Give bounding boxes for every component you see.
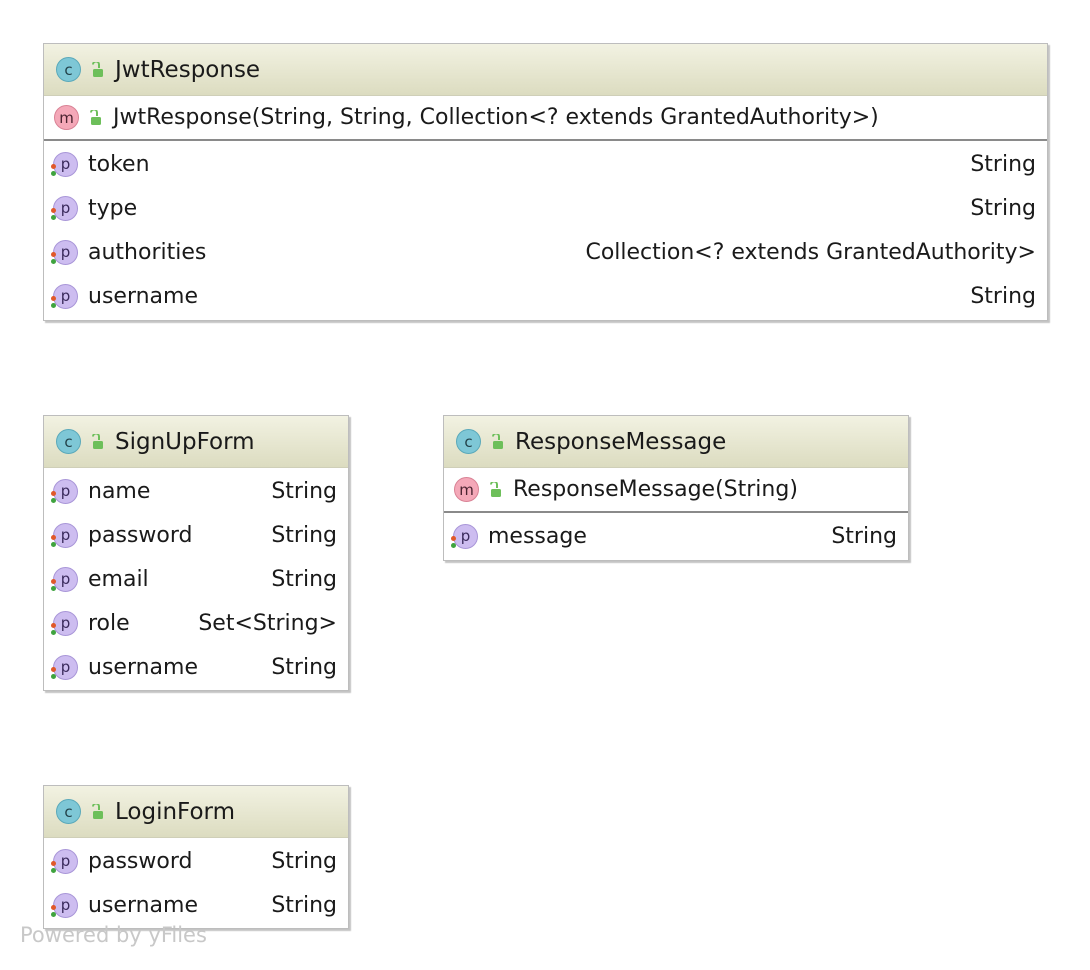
field-type: Set<String> xyxy=(198,610,337,636)
field-name: username xyxy=(88,654,198,680)
property-icon: p xyxy=(51,610,78,636)
field-name: message xyxy=(488,523,587,549)
class-icon: c xyxy=(456,429,481,454)
field-row[interactable]: p username String xyxy=(44,274,1047,318)
field-row[interactable]: p type String xyxy=(44,186,1047,230)
property-icon: p xyxy=(51,848,78,874)
field-row[interactable]: p email String xyxy=(44,557,348,601)
field-list: p name String p password String p email … xyxy=(44,468,348,689)
unlock-icon xyxy=(92,803,103,819)
unlock-icon xyxy=(490,481,501,497)
property-icon: p xyxy=(51,892,78,918)
property-icon: p xyxy=(51,478,78,504)
unlock-icon xyxy=(90,109,101,125)
field-name: password xyxy=(88,848,193,874)
field-name: type xyxy=(88,195,138,221)
method-icon: m xyxy=(454,477,479,502)
constructor-row[interactable]: m ResponseMessage(String) xyxy=(444,468,908,513)
field-row[interactable]: p role Set<String> xyxy=(44,601,348,645)
field-type: String xyxy=(271,522,337,548)
field-name: email xyxy=(88,566,149,592)
field-type: String xyxy=(970,151,1036,177)
property-icon: p xyxy=(51,522,78,548)
field-row[interactable]: p password String xyxy=(44,513,348,557)
property-icon: p xyxy=(51,195,78,221)
field-type: String xyxy=(271,848,337,874)
field-type: String xyxy=(271,566,337,592)
unlock-icon xyxy=(92,433,103,449)
field-row[interactable]: p password String xyxy=(44,839,348,883)
field-name: token xyxy=(88,151,150,177)
class-box-responsemessage[interactable]: c ResponseMessage m ResponseMessage(Stri… xyxy=(443,415,909,561)
field-list: p message String xyxy=(444,513,908,558)
class-header: c ResponseMessage xyxy=(444,416,908,468)
field-list: p token String p type String p authoriti… xyxy=(44,141,1047,318)
property-icon: p xyxy=(51,566,78,592)
unlock-icon xyxy=(492,433,503,449)
class-header: c LoginForm xyxy=(44,786,348,838)
unlock-icon xyxy=(92,61,103,77)
field-name: username xyxy=(88,892,198,918)
field-row[interactable]: p message String xyxy=(444,514,908,558)
field-list: p password String p username String xyxy=(44,838,348,927)
field-type: String xyxy=(970,283,1036,309)
field-row[interactable]: p name String xyxy=(44,469,348,513)
class-name: LoginForm xyxy=(115,798,235,825)
class-icon: c xyxy=(56,429,81,454)
field-type: String xyxy=(271,478,337,504)
field-type: String xyxy=(970,195,1036,221)
field-type: String xyxy=(271,654,337,680)
class-icon: c xyxy=(56,57,81,82)
field-name: role xyxy=(88,610,130,636)
class-name: ResponseMessage xyxy=(515,428,727,455)
class-box-jwtresponse[interactable]: c JwtResponse m JwtResponse(String, Stri… xyxy=(43,43,1048,321)
field-row[interactable]: p username String xyxy=(44,883,348,927)
constructor-signature: ResponseMessage(String) xyxy=(513,477,798,502)
class-name: JwtResponse xyxy=(115,56,261,83)
constructor-row[interactable]: m JwtResponse(String, String, Collection… xyxy=(44,96,1047,141)
field-name: name xyxy=(88,478,151,504)
property-icon: p xyxy=(51,151,78,177)
method-icon: m xyxy=(54,105,79,130)
class-box-loginform[interactable]: c LoginForm p password String p username… xyxy=(43,785,349,929)
property-icon: p xyxy=(51,283,78,309)
property-icon: p xyxy=(51,654,78,680)
field-type: Collection<? extends GrantedAuthority> xyxy=(585,239,1036,265)
field-name: authorities xyxy=(88,239,207,265)
field-row[interactable]: p username String xyxy=(44,645,348,689)
field-name: password xyxy=(88,522,193,548)
property-icon: p xyxy=(51,239,78,265)
yfiles-watermark: Powered by yFiles xyxy=(20,923,207,947)
constructor-signature: JwtResponse(String, String, Collection<?… xyxy=(113,105,879,130)
field-row[interactable]: p token String xyxy=(44,142,1047,186)
class-name: SignUpForm xyxy=(115,428,255,455)
class-header: c JwtResponse xyxy=(44,44,1047,96)
field-name: username xyxy=(88,283,198,309)
class-box-signupform[interactable]: c SignUpForm p name String p password St… xyxy=(43,415,349,691)
class-header: c SignUpForm xyxy=(44,416,348,468)
field-type: String xyxy=(271,892,337,918)
field-type: String xyxy=(831,523,897,549)
class-icon: c xyxy=(56,799,81,824)
field-row[interactable]: p authorities Collection<? extends Grant… xyxy=(44,230,1047,274)
property-icon: p xyxy=(451,523,478,549)
